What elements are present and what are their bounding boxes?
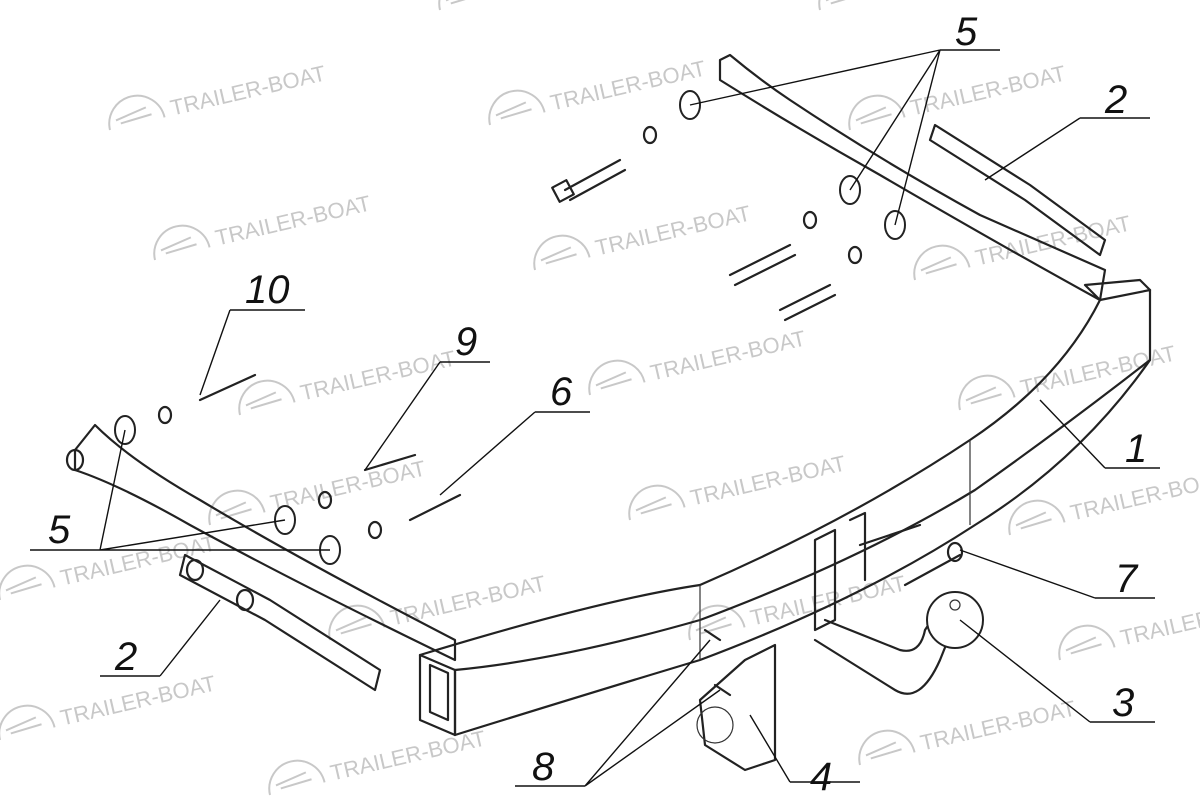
watermark: TRAILER-BOAT	[328, 570, 548, 641]
watermark-boat-icon	[238, 379, 296, 416]
watermark: TRAILER-BOAT	[533, 200, 753, 271]
watermark-text: TRAILER-BOAT	[688, 450, 848, 510]
watermark: TRAILER-BOAT	[818, 0, 1038, 11]
watermark-text: TRAILER-BOAT	[918, 695, 1078, 755]
watermark: TRAILER-BOAT	[238, 345, 458, 416]
watermark-text: TRAILER-BOAT	[58, 670, 218, 730]
callout-9: 9	[455, 320, 477, 364]
watermark-boat-icon	[268, 759, 326, 796]
watermark-text: TRAILER-BOAT	[268, 455, 428, 515]
watermark-boat-icon	[848, 94, 906, 131]
watermark-boat-icon	[0, 564, 56, 601]
watermark-boat-icon	[328, 604, 386, 641]
watermark: TRAILER-BOAT	[858, 695, 1078, 766]
watermark-boat-icon	[533, 234, 591, 271]
watermark: TRAILER-BOAT	[588, 325, 808, 396]
watermark-text: TRAILER-BOAT	[298, 345, 458, 405]
watermark-boat-icon	[0, 704, 56, 741]
callout-7: 7	[1115, 557, 1139, 601]
watermark-boat-icon	[153, 224, 211, 261]
watermark-text: TRAILER-BOAT	[168, 60, 328, 120]
watermark: TRAILER-BOAT	[958, 340, 1178, 411]
watermark: TRAILER-BOAT	[0, 670, 218, 741]
watermark-text: TRAILER-BOAT	[388, 570, 548, 630]
watermark-text: TRAILER-BOAT	[648, 325, 808, 385]
watermark-boat-icon	[438, 0, 496, 11]
watermark: TRAILER-BOAT	[438, 0, 658, 11]
callout-10: 10	[245, 268, 290, 312]
left-bracket	[73, 423, 457, 692]
watermark-text: TRAILER-BOAT	[213, 190, 373, 250]
watermark-text: TRAILER-BOAT	[328, 725, 488, 785]
watermark-text: TRAILER-BOAT	[1068, 465, 1200, 525]
watermark: TRAILER-BOAT	[488, 55, 708, 126]
watermark: TRAILER-BOAT	[1008, 465, 1200, 536]
watermark-boat-icon	[1008, 499, 1066, 536]
watermark: TRAILER-BOAT	[628, 450, 848, 521]
watermark-boat-icon	[913, 244, 971, 281]
watermark-boat-icon	[488, 89, 546, 126]
watermark: TRAILER-BOAT	[0, 530, 218, 601]
callout-1: 1	[1125, 427, 1147, 471]
watermark: TRAILER-BOAT	[848, 60, 1068, 131]
callout-2-right: 2	[1104, 78, 1127, 122]
watermark-boat-icon	[858, 729, 916, 766]
crossbeam-part-1	[418, 278, 1152, 737]
watermark-boat-icon	[108, 94, 166, 131]
callout-4: 4	[810, 755, 832, 799]
leader-lines	[30, 49, 1160, 787]
watermark: TRAILER-BOAT	[108, 60, 328, 131]
callout-2-left: 2	[114, 635, 137, 679]
watermark: TRAILER-BOAT	[688, 570, 908, 641]
watermark: TRAILER-BOAT	[208, 455, 428, 526]
callout-8: 8	[532, 745, 555, 789]
callout-6: 6	[550, 370, 573, 414]
watermark: TRAILER-BOAT	[913, 210, 1133, 281]
callout-5-top: 5	[955, 10, 978, 54]
watermark-boat-icon	[628, 484, 686, 521]
watermark-text: TRAILER-BOAT	[1018, 340, 1178, 400]
watermark: TRAILER-BOAT	[153, 190, 373, 261]
watermark-boat-icon	[958, 374, 1016, 411]
right-bracket	[718, 53, 1107, 302]
watermark-boat-icon	[818, 0, 876, 11]
watermark-boat-icon	[588, 359, 646, 396]
watermark-text: TRAILER-BOAT	[908, 60, 1068, 120]
watermark-text: TRAILER-BOAT	[593, 200, 753, 260]
callouts: 5 2 10 9 6 1 5 7 2 3 8 4	[48, 10, 1147, 799]
ball-mount-and-socket	[696, 511, 984, 772]
callout-3: 3	[1112, 681, 1134, 725]
callout-5-left: 5	[48, 508, 71, 552]
watermark-boat-icon	[1058, 624, 1116, 661]
